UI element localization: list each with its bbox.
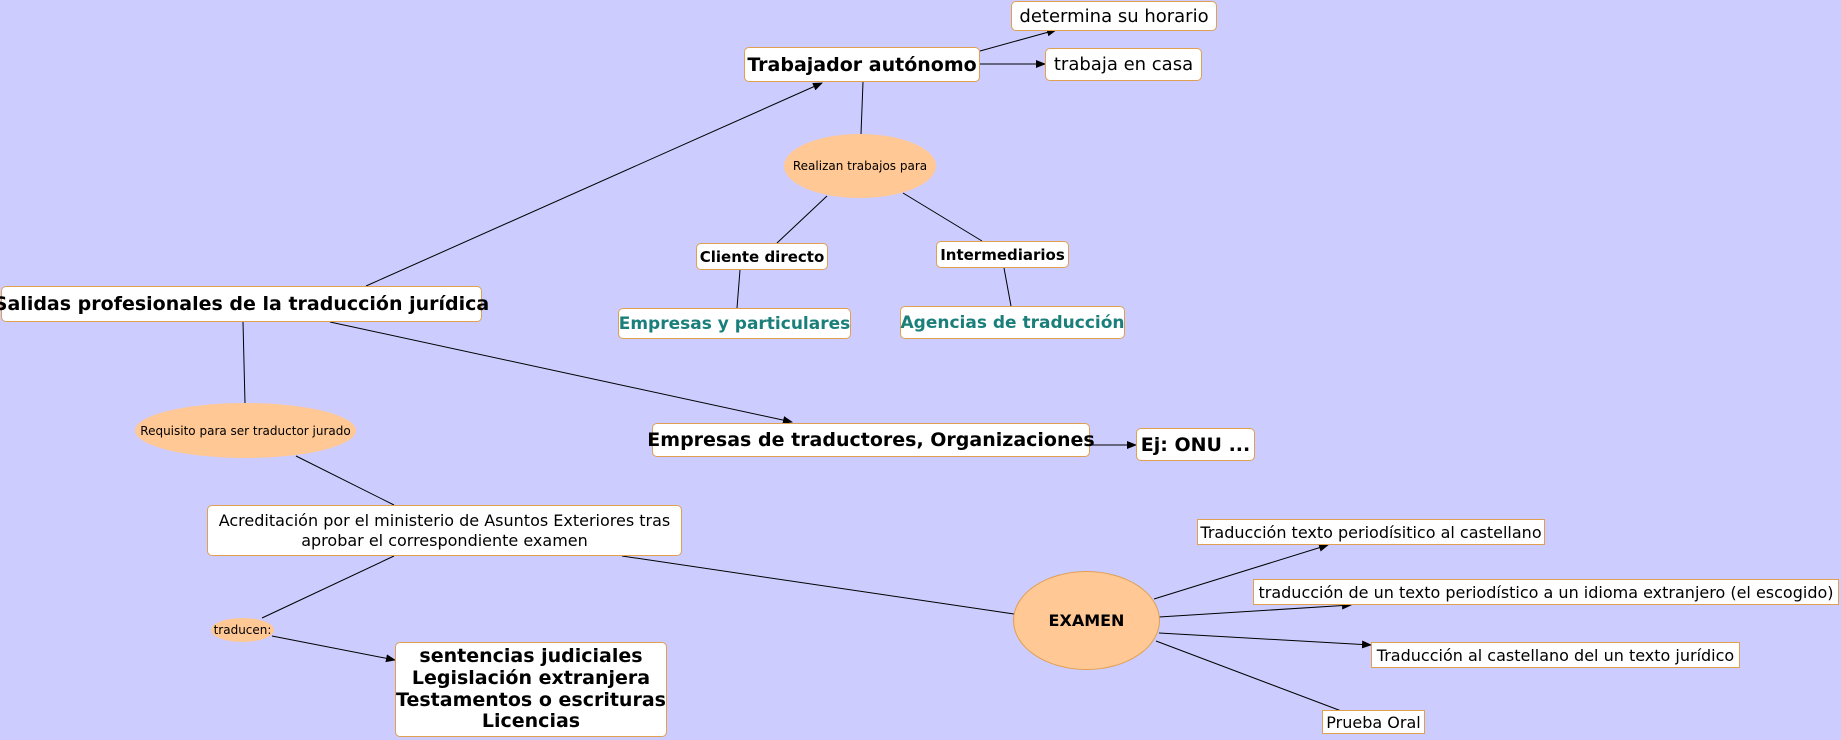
- documentos-line-2: Legislación extranjera: [411, 666, 651, 689]
- link-examen-ex4: [1155, 640, 1345, 713]
- acreditacion-line-1: Acreditación por el ministerio de Asunto…: [218, 510, 671, 530]
- linker-realizan-trabajos[interactable]: Realizan trabajos para: [784, 134, 936, 198]
- link-requisito-acreditacion: [295, 455, 395, 506]
- node-trabajador-autonomo[interactable]: Trabajador autónomo: [744, 47, 980, 82]
- link-intermediarios-agencias: [1003, 267, 1012, 307]
- link-main-empresas-trad: [329, 321, 793, 425]
- link-acreditacion-traducen: [261, 555, 395, 619]
- node-cliente-directo[interactable]: Cliente directo: [696, 243, 828, 270]
- node-trabaja-casa[interactable]: trabaja en casa: [1045, 48, 1202, 81]
- documentos-line-3: Testamentos o escrituras: [396, 688, 666, 711]
- link-main-requisito: [242, 321, 246, 404]
- node-ej-onu[interactable]: Ej: ONU ...: [1136, 428, 1255, 461]
- link-examen-ex2: [1158, 601, 1352, 618]
- link-autonomo-horario: [979, 28, 1057, 52]
- node-empresas-particulares[interactable]: Empresas y particulares: [618, 308, 851, 339]
- node-examen-texto-juridico[interactable]: Traducción al castellano del un texto ju…: [1371, 642, 1740, 668]
- documentos-line-1: sentencias judiciales: [419, 644, 643, 667]
- node-intermediarios[interactable]: Intermediarios: [936, 241, 1069, 268]
- link-main-autonomo: [365, 82, 823, 287]
- node-examen-periodistico-castellano[interactable]: Traducción texto periodísitico al castel…: [1197, 519, 1545, 545]
- link-acreditacion-examen: [621, 555, 1015, 615]
- acreditacion-line-2: aprobar el correspondiente examen: [301, 530, 588, 550]
- link-realizan-cliente: [776, 195, 828, 244]
- link-autonomo-realizan: [860, 81, 864, 135]
- link-traducen-documentos: [271, 635, 396, 663]
- link-examen-ex1: [1153, 543, 1329, 600]
- node-examen-idioma-extranjero[interactable]: traducción de un texto periodístico a un…: [1253, 579, 1839, 605]
- node-agencias-traduccion[interactable]: Agencias de traducción: [900, 306, 1125, 339]
- linker-requisito[interactable]: Requisito para ser traductor jurado: [135, 403, 356, 458]
- link-realizan-intermediarios: [902, 192, 983, 242]
- linker-examen[interactable]: EXAMEN: [1013, 571, 1160, 670]
- node-empresas-traductores[interactable]: Empresas de traductores, Organizaciones: [647, 423, 1095, 457]
- documentos-line-4: Licencias: [481, 710, 581, 733]
- link-examen-ex3: [1158, 632, 1372, 649]
- node-main[interactable]: Salidas profesionales de la traducción j…: [0, 286, 489, 322]
- node-acreditacion[interactable]: Acreditación por el ministerio de Asunto…: [207, 505, 682, 556]
- node-determina-horario[interactable]: determina su horario: [1011, 1, 1217, 31]
- linker-traducen[interactable]: traducen:: [211, 618, 274, 642]
- link-cliente-empresas: [736, 269, 741, 309]
- node-documentos[interactable]: sentencias judiciales Legislación extran…: [395, 642, 667, 737]
- node-prueba-oral[interactable]: Prueba Oral: [1322, 710, 1425, 734]
